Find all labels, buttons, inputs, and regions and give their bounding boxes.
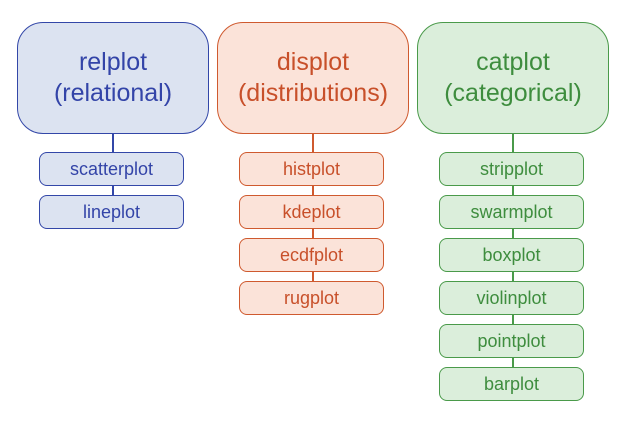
- rugplot-box: rugplot: [239, 281, 384, 315]
- lineplot-box: lineplot: [39, 195, 184, 229]
- ecdfplot-box: ecdfplot: [239, 238, 384, 272]
- relplot-subtitle: (relational): [53, 79, 173, 107]
- swarmplot-box: swarmplot: [439, 195, 584, 229]
- catplot-subtitle: (categorical): [444, 79, 582, 107]
- histplot-box: histplot: [239, 152, 384, 186]
- displot-subtitle: (distributions): [237, 79, 389, 107]
- catplot-group: catplot (categorical) stripplot swarmplo…: [417, 0, 609, 422]
- displot-group: displot (distributions) histplot kdeplot…: [217, 0, 409, 422]
- relplot-header-box: relplot (relational): [17, 22, 209, 134]
- relplot-title: relplot: [78, 48, 148, 76]
- catplot-header-box: catplot (categorical): [417, 22, 609, 134]
- scatterplot-box: scatterplot: [39, 152, 184, 186]
- pointplot-box: pointplot: [439, 324, 584, 358]
- displot-title: displot: [276, 48, 350, 76]
- barplot-box: barplot: [439, 367, 584, 401]
- stripplot-box: stripplot: [439, 152, 584, 186]
- boxplot-box: boxplot: [439, 238, 584, 272]
- kdeplot-box: kdeplot: [239, 195, 384, 229]
- catplot-title: catplot: [476, 48, 550, 76]
- relplot-group: relplot (relational) scatterplot lineplo…: [17, 0, 209, 422]
- violinplot-box: violinplot: [439, 281, 584, 315]
- displot-header-box: displot (distributions): [217, 22, 409, 134]
